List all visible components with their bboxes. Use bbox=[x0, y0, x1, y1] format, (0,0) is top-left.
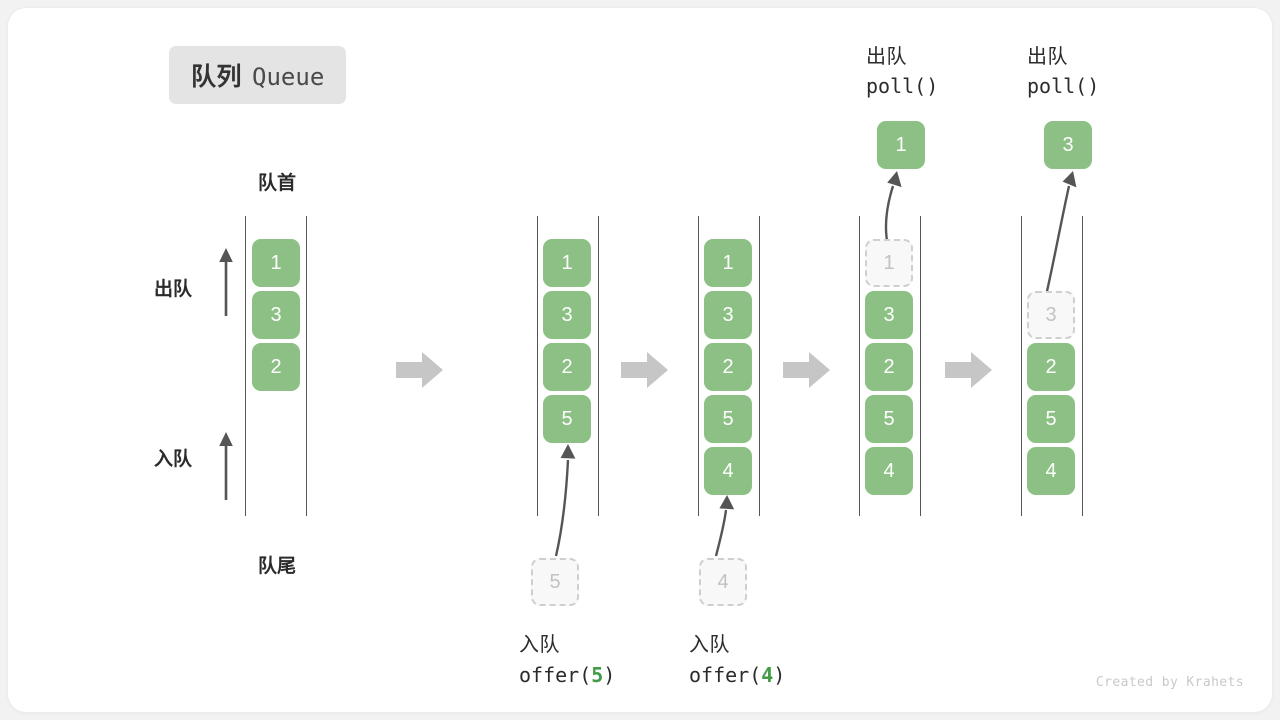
col-poll-1-popped-cell: 1 bbox=[877, 121, 925, 169]
col-offer-4-caption-code: offer(4) bbox=[689, 663, 785, 687]
col-offer-5-code-suffix: ) bbox=[603, 663, 616, 687]
step-arrow-3-icon bbox=[783, 352, 830, 388]
col-offer-4-cell-3: 5 bbox=[704, 395, 752, 443]
col-offer-4-cell-4: 4 bbox=[704, 447, 752, 495]
col-poll-3-rail-right bbox=[1082, 216, 1083, 516]
col-poll-3-cell-2: 2 bbox=[1027, 343, 1075, 391]
col-poll-3-rail-left bbox=[1021, 216, 1022, 516]
col-poll-1-cell-3: 5 bbox=[865, 395, 913, 443]
col-offer-5-cell-1: 3 bbox=[543, 291, 591, 339]
col-offer-5-rail-right bbox=[598, 216, 599, 516]
col-poll-3-cell-3: 5 bbox=[1027, 395, 1075, 443]
step-arrow-1-icon bbox=[396, 352, 443, 388]
col-poll-1-cell-0: 1 bbox=[865, 239, 913, 287]
col-poll-1-caption: 出队 poll() bbox=[866, 40, 938, 98]
col-poll-1-cell-1: 3 bbox=[865, 291, 913, 339]
credit-watermark: Created by Krahets bbox=[1095, 675, 1244, 690]
col-poll-1-caption-code: poll() bbox=[866, 74, 939, 98]
col-poll-3-popped-cell: 3 bbox=[1044, 121, 1092, 169]
col-offer-4-incoming-cell: 4 bbox=[699, 558, 747, 606]
diagram-title-badge: 队列 Queue bbox=[169, 46, 347, 104]
col-offer-4-cell-2: 2 bbox=[704, 343, 752, 391]
enqueue-direction-label: 入队 bbox=[154, 449, 193, 470]
col-offer-4-rail-left bbox=[698, 216, 699, 516]
col-initial-cell-1: 3 bbox=[252, 291, 300, 339]
col-offer-5-cell-3: 5 bbox=[543, 395, 591, 443]
title-en: Queue bbox=[252, 63, 325, 91]
col-offer-5-caption-cn: 入队 bbox=[519, 634, 560, 656]
col-initial-cell-2: 2 bbox=[252, 343, 300, 391]
col-offer-4-cell-1: 3 bbox=[704, 291, 752, 339]
enqueue-up-arrow-icon bbox=[219, 432, 233, 500]
col-offer-4-code-prefix: offer( bbox=[689, 663, 762, 687]
col-poll-3-cell-4: 4 bbox=[1027, 447, 1075, 495]
diagram-card: 队列 Queue 队首 队尾 出队 入队 1 3 2 1 3 2 5 5 入队 … bbox=[8, 8, 1272, 712]
col-poll-1-rail-right bbox=[920, 216, 921, 516]
col-poll-1-rail-left bbox=[859, 216, 860, 516]
col-offer-4-code-suffix: ) bbox=[773, 663, 786, 687]
col-poll-3-caption-code: poll() bbox=[1027, 74, 1100, 98]
col-offer-4-caption: 入队 offer(4) bbox=[689, 628, 785, 687]
col-offer-5-code-value: 5 bbox=[591, 663, 604, 687]
title-cn: 队列 bbox=[191, 63, 243, 91]
step-arrow-4-icon bbox=[945, 352, 992, 388]
col-offer-5-rail-left bbox=[537, 216, 538, 516]
col-initial-cell-0: 1 bbox=[252, 239, 300, 287]
col-initial-rail-right bbox=[306, 216, 307, 516]
dequeue-up-arrow-icon bbox=[219, 248, 233, 316]
col-offer-4-rail-right bbox=[759, 216, 760, 516]
queue-head-label: 队首 bbox=[257, 173, 296, 194]
col-offer-5-incoming-cell: 5 bbox=[531, 558, 579, 606]
col-poll-1-caption-cn: 出队 bbox=[866, 46, 907, 68]
queue-tail-label: 队尾 bbox=[257, 556, 296, 577]
col-poll-3-remove-arrow-icon bbox=[1043, 171, 1077, 301]
col-poll-1-cell-4: 4 bbox=[865, 447, 913, 495]
col-offer-5-caption: 入队 offer(5) bbox=[519, 628, 615, 687]
col-offer-4-insert-arrow-icon bbox=[714, 495, 735, 557]
col-offer-5-insert-arrow-icon bbox=[554, 444, 576, 557]
col-offer-4-code-value: 4 bbox=[761, 663, 774, 687]
col-poll-3-caption-cn: 出队 bbox=[1027, 46, 1068, 68]
col-offer-4-caption-cn: 入队 bbox=[689, 634, 730, 656]
col-offer-4-cell-0: 1 bbox=[704, 239, 752, 287]
col-offer-5-code-prefix: offer( bbox=[519, 663, 592, 687]
dequeue-direction-label: 出队 bbox=[154, 279, 193, 300]
col-offer-5-cell-0: 1 bbox=[543, 239, 591, 287]
col-poll-3-cell-1: 3 bbox=[1027, 291, 1075, 339]
col-poll-3-caption: 出队 poll() bbox=[1027, 40, 1099, 98]
col-initial-rail-left bbox=[245, 216, 246, 516]
col-offer-5-caption-code: offer(5) bbox=[519, 663, 615, 687]
step-arrow-2-icon bbox=[621, 352, 668, 388]
col-offer-5-cell-2: 2 bbox=[543, 343, 591, 391]
col-poll-1-cell-2: 2 bbox=[865, 343, 913, 391]
